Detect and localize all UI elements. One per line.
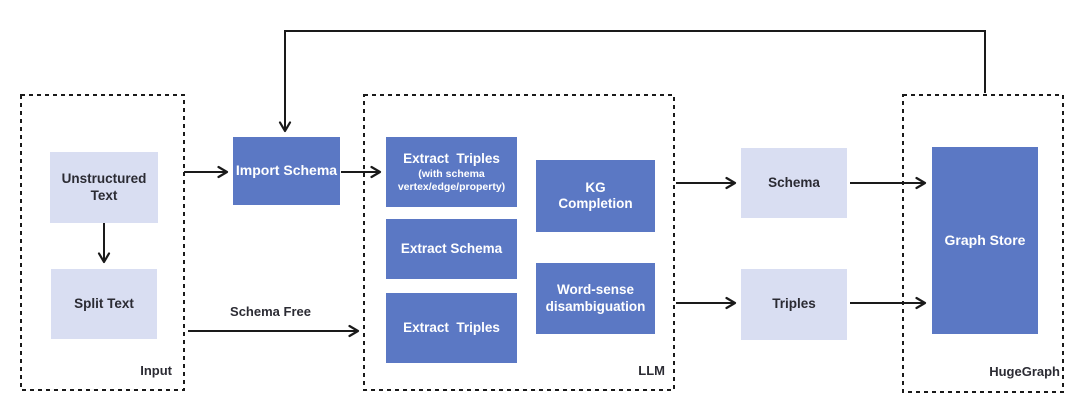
node-schema: Schema (741, 148, 847, 218)
hugegraph-group-label: HugeGraph (989, 364, 1060, 379)
node-import-schema: Import Schema (233, 137, 340, 205)
node-split-text: Split Text (51, 269, 157, 339)
node-extract-triples-with-schema: Extract Triples (with schema vertex/edge… (386, 137, 517, 207)
schema-free-edge-label: Schema Free (230, 304, 311, 319)
hugegraph-group-border (902, 94, 1064, 393)
node-word-sense-disambiguation: Word-sense disambiguation (536, 263, 655, 334)
node-triples: Triples (741, 269, 847, 340)
node-kg-completion: KG Completion (536, 160, 655, 232)
input-group-label: Input (140, 363, 172, 378)
llm-group-border (363, 94, 675, 391)
node-extract-triples-with-schema-subtitle: (with schema vertex/edge/property) (397, 168, 506, 193)
node-extract-triples-with-schema-title: Extract Triples (403, 150, 500, 166)
node-graph-store: Graph Store (932, 147, 1038, 334)
llm-group-label: LLM (638, 363, 665, 378)
node-extract-schema: Extract Schema (386, 219, 517, 279)
arrow-feedback-graphstore-to-import-schema (278, 30, 986, 133)
input-group-border (20, 94, 185, 391)
node-unstructured-text: Unstructured Text (50, 152, 158, 223)
node-extract-triples: Extract Triples (386, 293, 517, 363)
